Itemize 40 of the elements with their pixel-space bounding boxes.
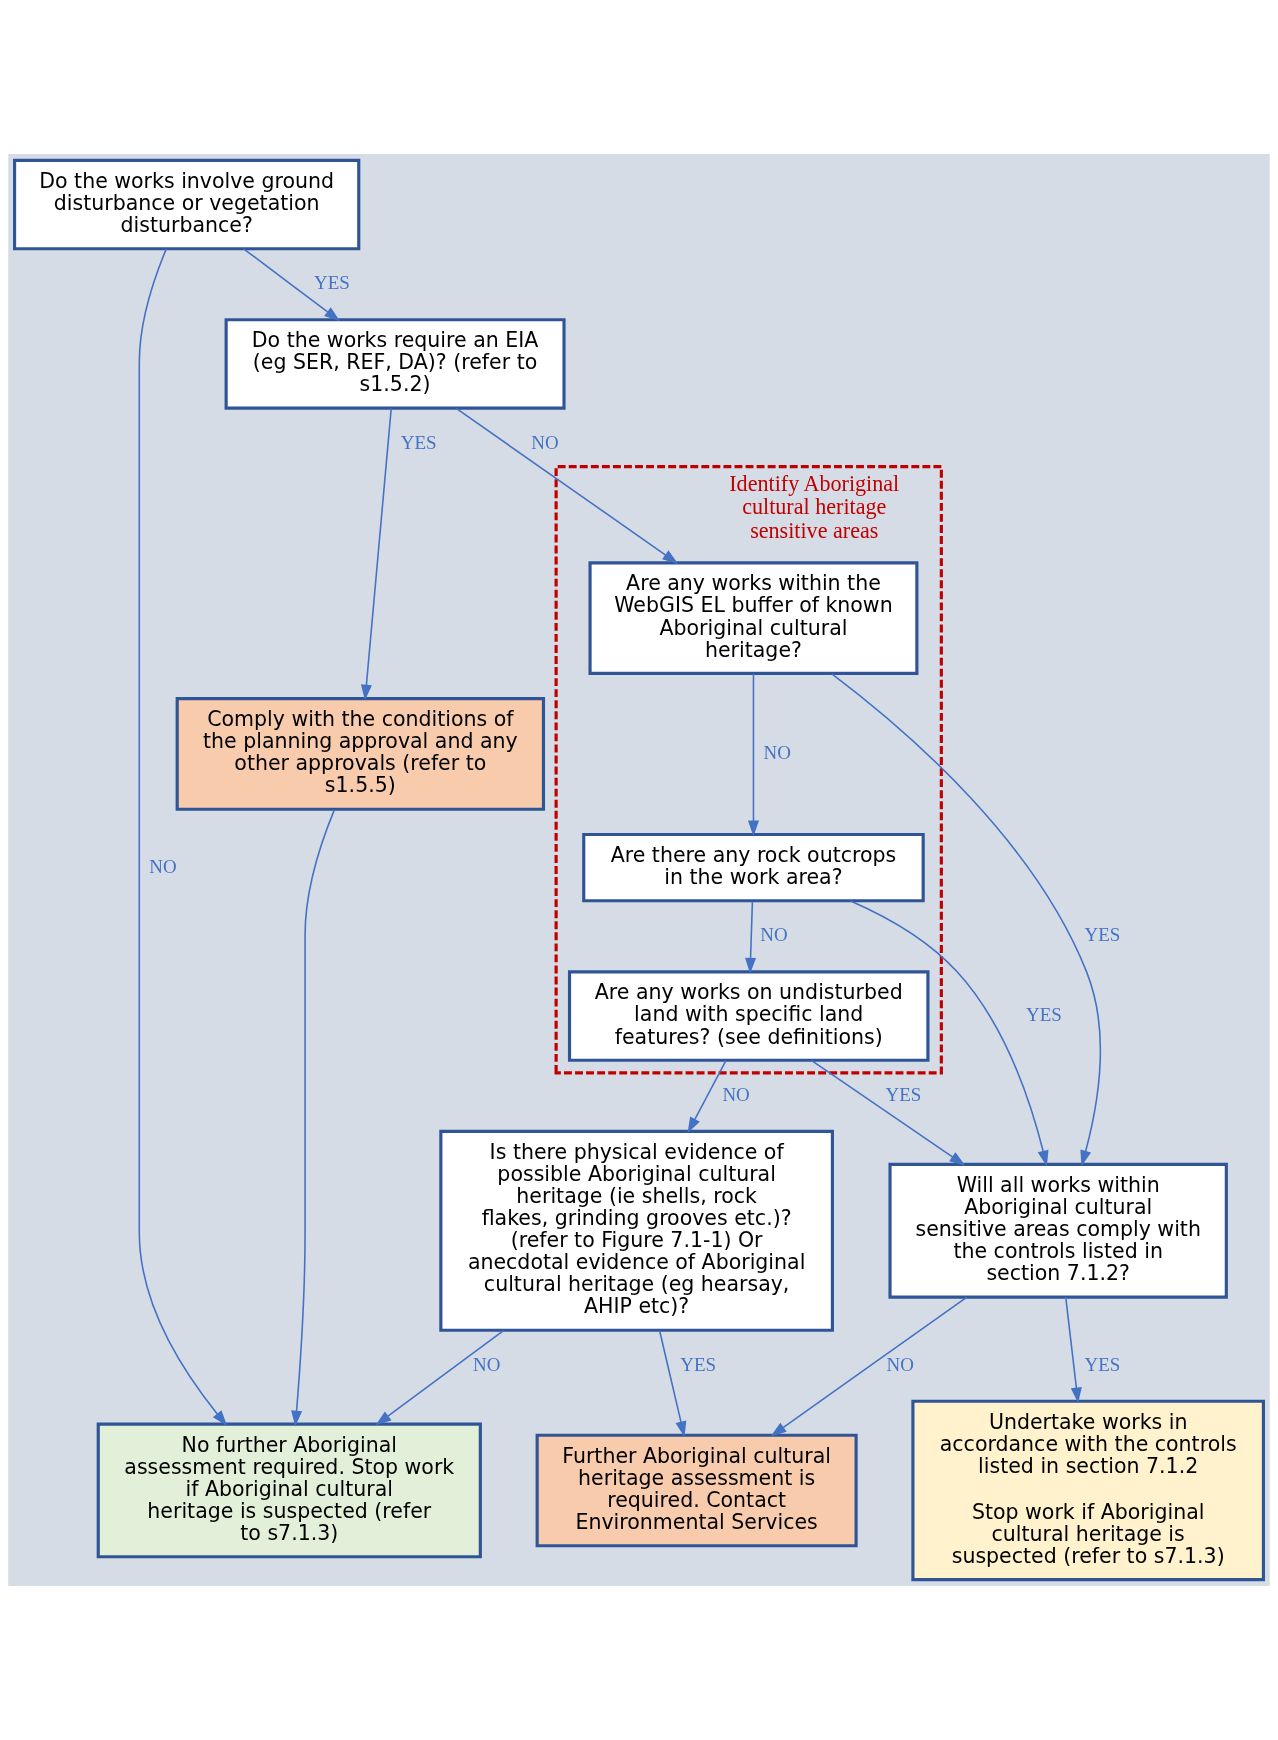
arrow [849, 900, 1049, 1167]
arrow [291, 809, 336, 1427]
node-box: Are any works within the WebGIS EL buffer of known Aboriginal cultural heritage? [588, 561, 919, 676]
edge-label: YES [885, 1083, 922, 1105]
arrow [810, 1059, 966, 1166]
arrow [687, 1059, 727, 1134]
arrow [658, 1330, 687, 1438]
node-box: Are there any rock outcrops in the work area? [582, 832, 925, 903]
edge-label: YES [400, 431, 437, 453]
edge-label: YES [1084, 924, 1121, 946]
arrow [831, 673, 1101, 1167]
edge-label: NO [886, 1353, 914, 1375]
arrow [455, 407, 679, 564]
node-box: Undertake works in accordance with the controls listed in section 7.1.2 Stop work if Aboriginal cultural heritage is suspected (refer to s7.1.3) [911, 1399, 1265, 1582]
arrow [360, 407, 392, 701]
node-box: No further Aboriginal assessment required. Stop work if Aboriginal cultural heritage is suspected (refer to s7.1.3) [96, 1422, 482, 1559]
arrow [375, 1329, 505, 1426]
arrow [242, 248, 341, 322]
node-box: Further Aboriginal cultural heritage assessment is required. Contact Environmental Services [535, 1433, 858, 1548]
arrow [745, 900, 757, 974]
arrow [138, 248, 228, 1426]
node-box: Comply with the conditions of the planning approval and any other approvals (refer to s1.5.5) [175, 697, 546, 811]
edge-label: NO [760, 924, 788, 946]
node-box: Do the works involve ground disturbance or vegetation disturbance? [13, 158, 361, 251]
arrow [770, 1296, 968, 1437]
edge-label: YES [680, 1353, 717, 1375]
edge-label: YES [314, 272, 350, 294]
node-box: Do the works require an EIA (eg SER, REF, DA)? (refer to s1.5.2) [224, 318, 566, 410]
edge-label: NO [722, 1083, 750, 1105]
arrow [1064, 1296, 1082, 1404]
node-box: Are any works on undisturbed land with specific land features? (see definitions) [567, 970, 930, 1062]
edge-label: NO [472, 1353, 501, 1375]
arrow [747, 673, 759, 837]
edge-label: NO [763, 741, 791, 763]
node-box: Will all works within Aboriginal cultural sensitive areas comply with the controls listed in section 7.1.2? [888, 1162, 1228, 1299]
edge-label: YES [1084, 1353, 1121, 1375]
edge-label: NO [149, 855, 177, 877]
edge-label: YES [1026, 1003, 1062, 1025]
edge-label: NO [531, 431, 559, 453]
node-box: Is there physical evidence of possible Aboriginal cultural heritage (ie shells, rock flakes, grinding grooves etc.)? (refer to Figure 7.1-1) Or anecdotal evidence of Aboriginal cultural heritage (eg hearsay, AHIP etc)? [439, 1129, 834, 1332]
